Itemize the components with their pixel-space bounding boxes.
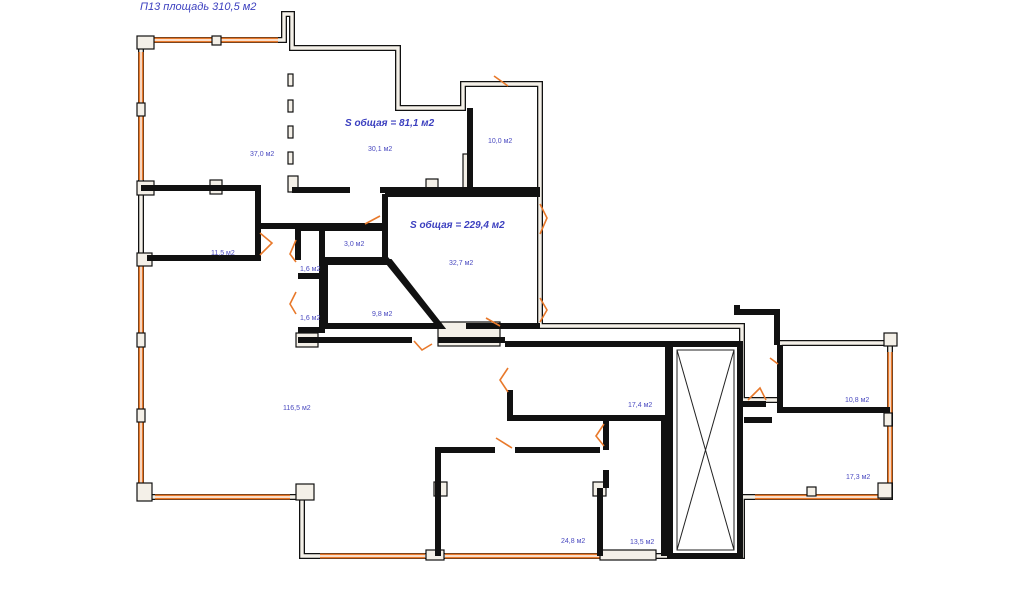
pillar bbox=[136, 482, 153, 502]
shaft-outline bbox=[676, 349, 735, 551]
door bbox=[769, 357, 779, 365]
pillar bbox=[806, 486, 817, 497]
pillar bbox=[599, 549, 657, 561]
door bbox=[485, 317, 501, 327]
pillar bbox=[287, 73, 294, 87]
room-area-label: 11,5 м2 bbox=[211, 250, 235, 257]
room-area-label: 116,5 м2 bbox=[283, 405, 311, 412]
room-area-label: 32,7 м2 bbox=[449, 260, 473, 267]
door bbox=[539, 203, 548, 235]
wall-room-10-0 bbox=[467, 108, 540, 193]
pillar bbox=[883, 412, 893, 427]
doors bbox=[259, 75, 779, 449]
stub-wall bbox=[734, 305, 780, 345]
exterior-wall-outline bbox=[138, 11, 893, 559]
pillar bbox=[211, 35, 222, 46]
room-area-label: 17,3 м2 bbox=[846, 474, 870, 481]
wall-room-10-8 bbox=[742, 345, 890, 423]
door bbox=[413, 340, 433, 352]
zone-labels: S общая = 81,1 м2 S общая = 229,4 м2 bbox=[345, 117, 505, 231]
door bbox=[493, 75, 509, 87]
plan-title: П13 площадь 310,5 м2 bbox=[140, 1, 257, 13]
door bbox=[364, 215, 381, 225]
door bbox=[289, 291, 297, 315]
pillar bbox=[883, 332, 898, 347]
room-area-label: 10,0 м2 bbox=[488, 138, 512, 145]
wall-room-13-5 bbox=[597, 418, 667, 556]
pillar bbox=[136, 102, 146, 117]
door bbox=[495, 437, 513, 449]
wall-room-24-8 bbox=[435, 447, 600, 556]
room-area-labels: 37,0 м2 30,1 м2 10,0 м2 11,5 м2 3,0 м2 3… bbox=[211, 138, 870, 546]
wall-room-11-5 bbox=[141, 185, 261, 261]
door bbox=[539, 297, 548, 323]
door bbox=[259, 232, 274, 256]
room-area-label: 10,8 м2 bbox=[845, 397, 869, 404]
room-area-label: 13,5 м2 bbox=[630, 539, 654, 546]
wall-room-9-8 bbox=[322, 259, 447, 329]
shaft-cross-line bbox=[676, 349, 735, 551]
pillar bbox=[295, 483, 315, 501]
room-area-label: 37,0 м2 bbox=[250, 151, 274, 158]
room-area-label: 3,0 м2 bbox=[344, 241, 364, 248]
pillar bbox=[877, 482, 893, 499]
exterior-walls bbox=[138, 11, 893, 559]
pillar bbox=[136, 332, 146, 348]
pillar bbox=[136, 408, 146, 423]
pillar bbox=[287, 99, 294, 113]
room-area-label: 9,8 м2 bbox=[372, 311, 392, 318]
room-area-label: 30,1 м2 bbox=[368, 146, 392, 153]
room-area-label: 1,6 м2 bbox=[300, 315, 320, 322]
pillars bbox=[136, 35, 898, 561]
windows bbox=[138, 37, 893, 559]
interior-walls bbox=[141, 108, 890, 559]
door bbox=[595, 423, 605, 447]
wall-corridor bbox=[255, 192, 385, 229]
room-area-label: 1,6 м2 bbox=[300, 266, 320, 273]
wall-shaft bbox=[667, 341, 743, 559]
room-area-label: 17,4 м2 bbox=[628, 402, 652, 409]
door bbox=[499, 367, 509, 393]
zone-label: S общая = 81,1 м2 bbox=[345, 117, 435, 129]
zone-label: S общая = 229,4 м2 bbox=[410, 219, 505, 231]
shaft-cross bbox=[676, 349, 735, 551]
pillar bbox=[136, 35, 155, 50]
door bbox=[747, 386, 767, 401]
pillar bbox=[287, 125, 294, 139]
room-area-label: 24,8 м2 bbox=[561, 538, 585, 545]
door bbox=[289, 239, 297, 263]
pillar bbox=[287, 151, 294, 165]
